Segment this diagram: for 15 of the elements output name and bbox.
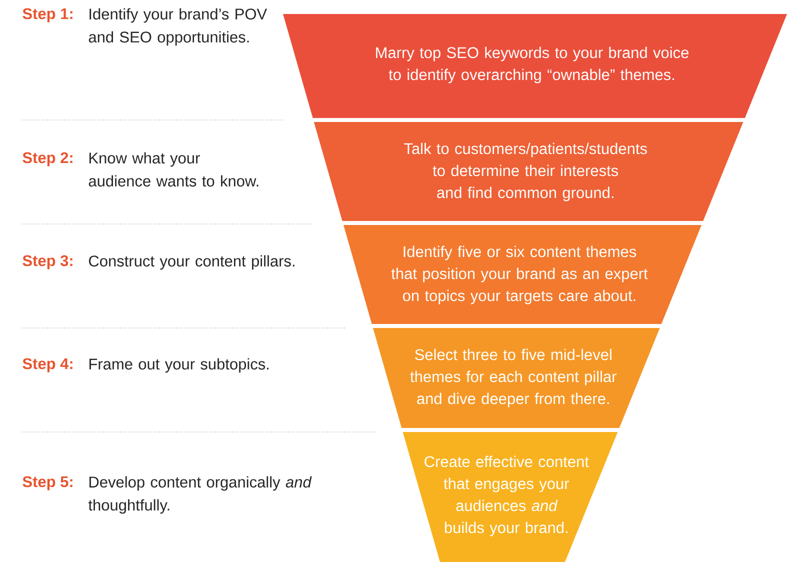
funnel-band: Marry top SEO keywords to your brand voice to identify overarching “ownable” themes. — [283, 14, 787, 118]
step-description: Construct your content pillars. — [88, 255, 294, 270]
step-description: Frame out your subtopics. — [89, 358, 269, 373]
funnel-band: Select three to five mid-level themes for each content pillar and dive deeper from there. — [373, 328, 660, 428]
step-label: Step 5: — [22, 476, 72, 490]
funnel-band: Talk to customers/patients/students to determine their interests and find common ground. — [314, 122, 744, 221]
step-label: Step 3: — [22, 255, 72, 270]
step-description: Identify your brand’s POV and SEO opportunities. — [88, 8, 268, 46]
step-label: Step 2: — [22, 152, 72, 166]
step-label: Step 1: — [22, 8, 72, 22]
funnel-band: Identify five or six content themes that position your brand as an expert on topics your targets care about. — [344, 225, 702, 324]
funnel-band: Create effective content that engages your audiences and builds your brand. — [402, 432, 618, 562]
step-label: Step 4: — [22, 358, 72, 372]
step-description: Develop content organically and thoughtfully. — [88, 476, 312, 514]
step-description: Know what your audience wants to know. — [88, 152, 258, 187]
